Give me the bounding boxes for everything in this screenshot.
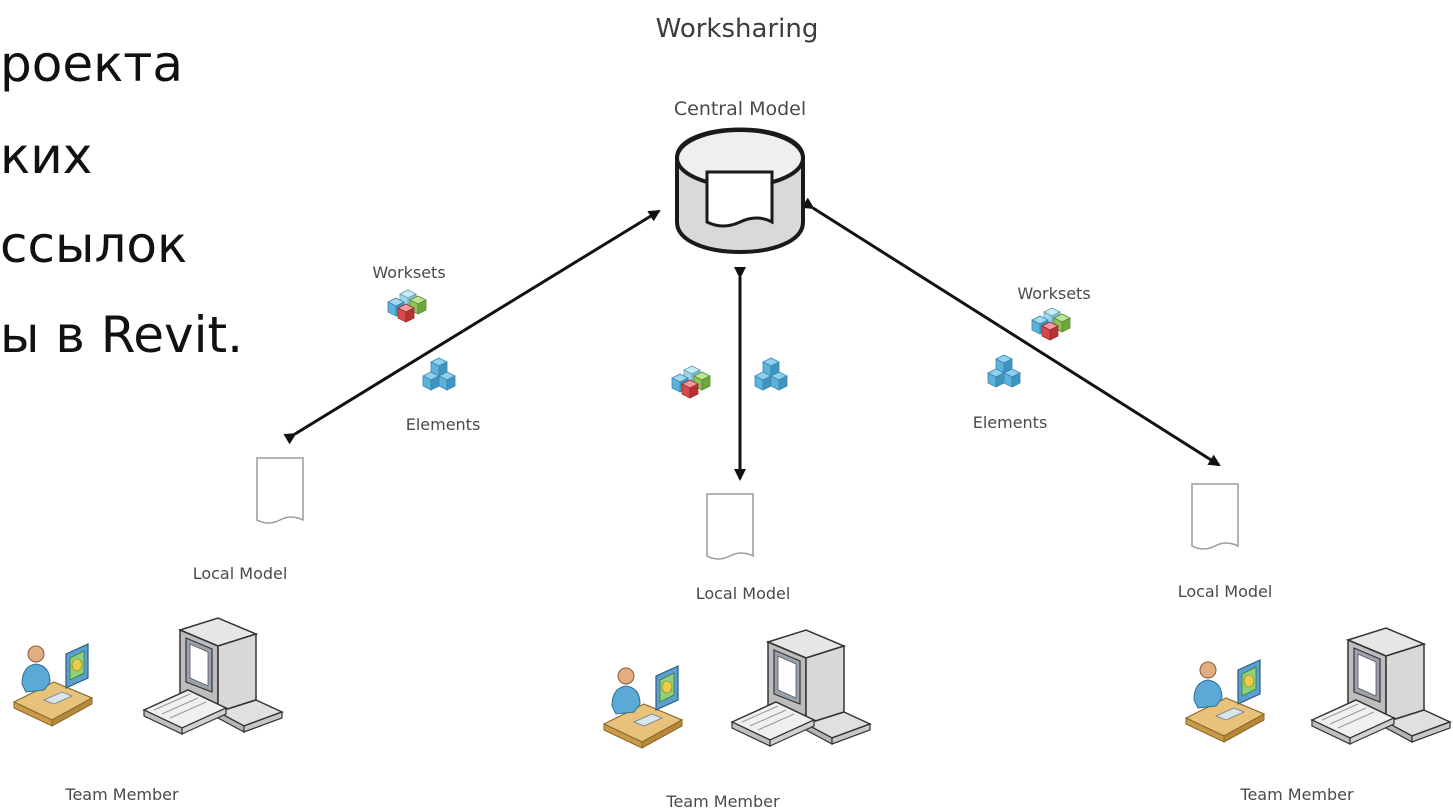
slide-text-line-2: ких [0,127,93,185]
team-member-person-middle [603,665,683,749]
elements-icon-left [423,358,455,390]
team-member-person-left [13,643,93,727]
slide-text-line-3: ссылок [0,216,188,274]
worksets-label-right: Worksets [1017,284,1091,303]
local-model-label-middle: Local Model [695,584,791,603]
local-model-doc-left [256,457,304,524]
diagram-title: Worksharing [655,14,819,44]
slide-text-line-1: роекта [0,35,184,93]
computer-icon-left [143,617,283,735]
elements-icon-right [988,355,1020,387]
team-member-label-left: Team Member [65,785,179,804]
elements-label-left: Elements [405,415,481,434]
local-model-label-left: Local Model [192,564,288,583]
local-model-doc-middle [706,493,754,560]
elements-label-right: Elements [972,413,1048,432]
worksets-label-left: Worksets [372,263,446,282]
team-member-label-right: Team Member [1240,785,1354,804]
local-model-label-right: Local Model [1177,582,1273,601]
worksets-icon-left [387,289,427,323]
local-model-doc-right [1191,483,1239,550]
team-member-label-middle: Team Member [666,792,780,808]
arrow-central-left [283,209,661,445]
team-member-person-right [1185,659,1265,743]
elements-icon-middle [755,358,787,390]
slide-text-line-4: ы в Revit. [0,306,243,364]
arrow-central-right [801,197,1221,467]
central-model-label: Central Model [673,98,807,120]
worksets-icon-middle [671,365,711,399]
computer-icon-middle [731,629,871,747]
computer-icon-right [1311,627,1451,745]
central-model-icon [675,127,805,254]
worksets-icon-right [1031,307,1071,341]
